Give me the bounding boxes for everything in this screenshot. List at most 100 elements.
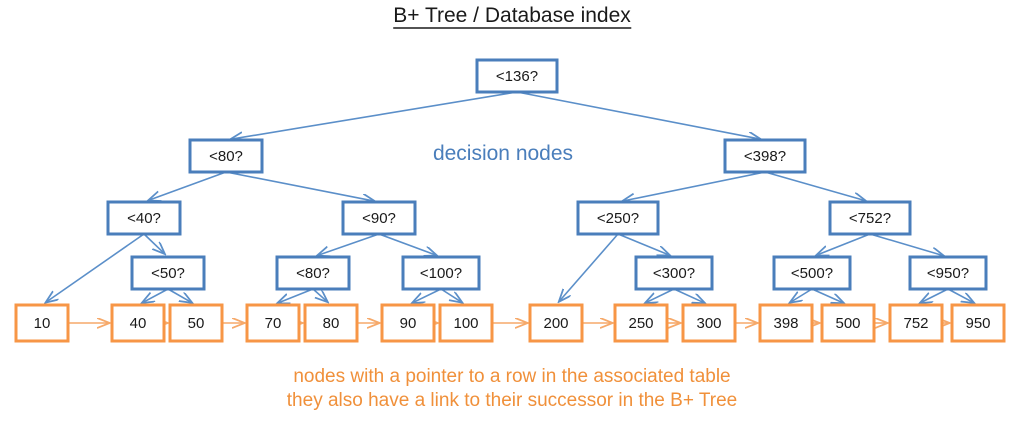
title-group: B+ Tree / Database index (393, 4, 632, 29)
decision-node[interactable]: <752? (828, 200, 912, 236)
tree-edge (673, 288, 704, 303)
tree-edge (167, 288, 192, 303)
leaf-node-box[interactable] (380, 303, 436, 343)
page-title: B+ Tree / Database index (393, 4, 631, 27)
tree-edge (440, 288, 462, 302)
tree-edge (617, 233, 669, 255)
decision-node-label: <950? (927, 265, 969, 282)
leaf-node[interactable]: 10 (14, 303, 70, 343)
decision-node-box[interactable] (275, 255, 351, 291)
leaf-node-label: 40 (130, 315, 147, 332)
decision-node-label: <500? (791, 265, 833, 282)
decision-node-box[interactable] (908, 255, 988, 291)
leaf-node-box[interactable] (820, 303, 876, 343)
leaf-node-label: 10 (34, 315, 51, 332)
leaf-node-box[interactable] (888, 303, 944, 343)
leaf-node-label: 250 (628, 315, 653, 332)
leaf-node[interactable]: 950 (950, 303, 1006, 343)
decision-node[interactable]: <90? (341, 200, 417, 236)
decision-node[interactable]: <500? (772, 255, 852, 291)
annotation-decision-nodes: decision nodes (433, 142, 573, 165)
decision-node[interactable]: <80? (188, 138, 264, 174)
tree-edge (225, 171, 374, 201)
decision-node-box[interactable] (772, 255, 852, 291)
leaf-node[interactable]: 50 (168, 303, 224, 343)
leaf-node[interactable]: 300 (681, 303, 737, 343)
tree-edge (278, 288, 314, 303)
decision-node-label: <90? (362, 210, 396, 227)
decision-node[interactable]: <50? (130, 255, 206, 291)
decision-node-box[interactable] (106, 200, 182, 236)
leaf-node-box[interactable] (303, 303, 359, 343)
leaf-node-box[interactable] (528, 303, 584, 343)
decision-node[interactable]: <40? (106, 200, 182, 236)
leaf-node-box[interactable] (14, 303, 70, 343)
leaf-node-label: 950 (965, 315, 990, 332)
tree-edge (920, 288, 949, 303)
leaf-node[interactable]: 500 (820, 303, 876, 343)
leaf-node[interactable]: 40 (110, 303, 166, 343)
leaf-node-box[interactable] (758, 303, 814, 343)
decision-node-box[interactable] (188, 138, 264, 174)
decision-node-label: <40? (127, 210, 161, 227)
decision-node-box[interactable] (723, 138, 807, 174)
leaf-node-label: 70 (265, 315, 282, 332)
leaf-node-label: 80 (323, 315, 340, 332)
tree-edge (516, 91, 760, 139)
decision-node[interactable]: <300? (634, 255, 714, 291)
leaf-node[interactable]: 250 (613, 303, 669, 343)
decision-node[interactable]: <250? (576, 200, 660, 236)
tree-edge (764, 171, 865, 201)
decision-node[interactable]: <950? (908, 255, 988, 291)
tree-edge (412, 288, 442, 303)
leaf-node[interactable]: 90 (380, 303, 436, 343)
leaf-node[interactable]: 752 (888, 303, 944, 343)
leaf-node-box[interactable] (110, 303, 166, 343)
decision-node-label: <100? (420, 265, 462, 282)
leaf-node[interactable]: 70 (245, 303, 301, 343)
leaf-node-box[interactable] (613, 303, 669, 343)
decision-node[interactable]: <100? (401, 255, 481, 291)
decision-node-box[interactable] (401, 255, 481, 291)
leaf-node-box[interactable] (681, 303, 737, 343)
tree-edges-layer (46, 91, 973, 303)
leaf-node-box[interactable] (168, 303, 224, 343)
tree-edge (149, 171, 227, 200)
leaf-node-box[interactable] (438, 303, 494, 343)
leaf-node[interactable]: 200 (528, 303, 584, 343)
tree-edge (623, 171, 766, 201)
tree-edge (869, 233, 943, 256)
decision-node[interactable]: <136? (475, 58, 559, 94)
leaf-node-box[interactable] (950, 303, 1006, 343)
decision-node-label: <136? (496, 68, 538, 85)
decision-node-box[interactable] (341, 200, 417, 236)
leaf-node-label: 90 (400, 315, 417, 332)
decision-node-box[interactable] (475, 58, 559, 94)
leaf-node[interactable]: 80 (303, 303, 359, 343)
leaf-node-box[interactable] (245, 303, 301, 343)
leaf-node-label: 200 (543, 315, 568, 332)
decision-node[interactable]: <80? (275, 255, 351, 291)
decision-node-box[interactable] (576, 200, 660, 236)
decision-node-label: <398? (744, 148, 786, 165)
leaf-node-label: 300 (696, 315, 721, 332)
leaf-node-label: 500 (835, 315, 860, 332)
decision-node-box[interactable] (130, 255, 206, 291)
leaf-node-label: 398 (773, 315, 798, 332)
tree-edge (559, 233, 619, 301)
decision-node-box[interactable] (634, 255, 714, 291)
tree-edge (231, 91, 518, 139)
tree-edge (46, 233, 145, 302)
tree-edge (811, 288, 843, 303)
annotation-caption-line-1: nodes with a pointer to a row in the ass… (293, 366, 730, 387)
leaf-node-label: 752 (903, 315, 928, 332)
tree-edge (318, 233, 380, 255)
leaf-node[interactable]: 100 (438, 303, 494, 343)
decision-node[interactable]: <398? (723, 138, 807, 174)
leaf-node[interactable]: 398 (758, 303, 814, 343)
tree-edge (142, 288, 169, 303)
decision-node-label: <250? (597, 210, 639, 227)
leaf-node-label: 50 (188, 315, 205, 332)
decision-node-box[interactable] (828, 200, 912, 236)
